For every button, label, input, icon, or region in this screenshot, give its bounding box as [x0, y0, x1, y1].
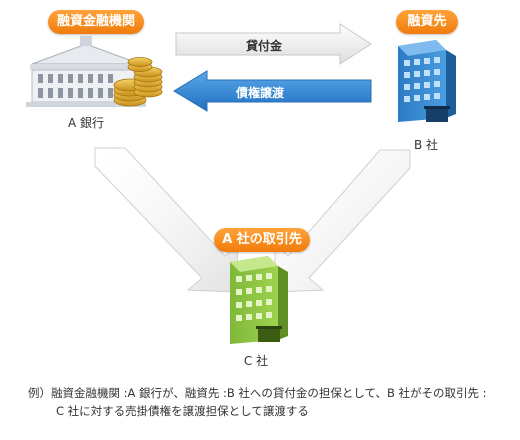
- flow-arrow-b-to-c: [274, 149, 411, 293]
- borrower-label: B 社: [413, 138, 439, 152]
- loan-arrow: [175, 23, 372, 65]
- assignment-arrow: [173, 70, 372, 112]
- office-building-icon: [230, 256, 288, 344]
- office-building-icon: [398, 40, 456, 122]
- caption-line-2: C 社に対する売掛債権を譲渡担保として譲渡する: [56, 404, 309, 418]
- lender-badge: 融資金融機関: [48, 10, 144, 34]
- bank-building-icon: [26, 36, 146, 107]
- caption: 例）融資金融機関 :A 銀行が、融資先 :B 社への貸付金の担保として、B 社が…: [28, 384, 512, 420]
- loan-arrow-label: 貸付金: [246, 39, 283, 53]
- customer-label: C 社: [243, 354, 269, 368]
- customer-badge: A 社の取引先: [214, 228, 310, 252]
- lender-label: A 銀行: [67, 116, 105, 130]
- flow-arrow-a-to-c: [94, 147, 239, 293]
- gold-coins-icon: [113, 57, 163, 107]
- borrower-badge: 融資先: [396, 10, 458, 34]
- caption-line-1: 例）融資金融機関 :A 銀行が、融資先 :B 社への貸付金の担保として、B 社が…: [28, 386, 487, 400]
- assignment-arrow-label: 債権譲渡: [236, 86, 285, 100]
